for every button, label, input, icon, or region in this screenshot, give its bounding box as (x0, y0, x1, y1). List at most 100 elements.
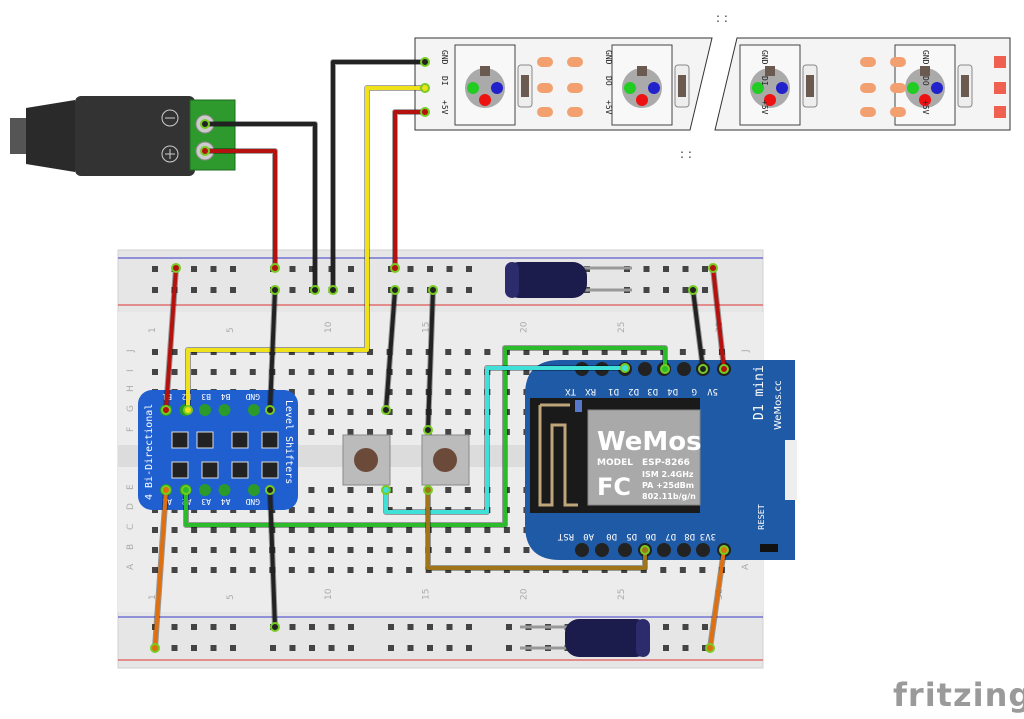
rail-hole[interactable] (309, 645, 315, 651)
wemos-pin[interactable] (677, 362, 691, 376)
breadboard-hole[interactable] (327, 527, 334, 533)
breadboard-hole[interactable] (367, 409, 374, 415)
breadboard-hole[interactable] (210, 567, 217, 573)
breadboard-hole[interactable] (347, 527, 354, 533)
wire-end[interactable] (265, 485, 275, 495)
breadboard-hole[interactable] (288, 547, 295, 553)
rail-hole[interactable] (210, 287, 217, 293)
wire-core[interactable] (711, 266, 726, 371)
wire-core[interactable] (186, 86, 427, 412)
wire-end[interactable] (423, 425, 433, 435)
breadboard-hole[interactable] (288, 507, 295, 513)
breadboard-hole[interactable] (523, 369, 530, 375)
wire-core[interactable] (384, 288, 397, 412)
breadboard-hole[interactable] (230, 369, 237, 375)
rail-hole[interactable] (466, 645, 472, 651)
breadboard-hole[interactable] (406, 567, 413, 573)
rail-hole[interactable] (191, 624, 197, 630)
breadboard-hole[interactable] (523, 547, 530, 553)
breadboard-hole[interactable] (464, 527, 471, 533)
rail-hole[interactable] (702, 287, 708, 293)
rail-hole[interactable] (210, 645, 217, 651)
breadboard-hole[interactable] (347, 389, 354, 395)
rail-hole[interactable] (466, 287, 472, 293)
breadboard-hole[interactable] (152, 369, 158, 375)
reset-button[interactable] (760, 544, 778, 552)
wire-black[interactable] (200, 119, 320, 295)
wire-black[interactable] (381, 285, 400, 415)
wire-end[interactable] (698, 364, 708, 374)
wire-end[interactable] (620, 363, 630, 373)
wire-end[interactable] (171, 263, 181, 273)
breadboard-hole[interactable] (288, 527, 295, 533)
breadboard-hole[interactable] (327, 389, 334, 395)
breadboard-hole[interactable] (445, 369, 452, 375)
breadboard-hole[interactable] (367, 487, 374, 493)
wire-end[interactable] (270, 622, 280, 632)
rail-hole[interactable] (309, 624, 315, 630)
wire-end[interactable] (420, 83, 430, 93)
wire-black[interactable] (328, 57, 430, 295)
wire-end[interactable] (390, 263, 400, 273)
breadboard-hole[interactable] (367, 507, 374, 513)
breadboard-hole[interactable] (640, 349, 647, 355)
wemos-pin[interactable] (657, 543, 671, 557)
rail-hole[interactable] (466, 624, 472, 630)
breadboard-hole[interactable] (543, 349, 549, 355)
breadboard-hole[interactable] (191, 567, 198, 573)
breadboard-hole[interactable] (406, 369, 413, 375)
breadboard-hole[interactable] (152, 527, 158, 533)
breadboard-hole[interactable] (406, 547, 413, 553)
wire-core[interactable] (331, 60, 427, 292)
wire-end[interactable] (719, 364, 729, 374)
breadboard-hole[interactable] (249, 527, 256, 533)
breadboard-hole[interactable] (171, 547, 178, 553)
breadboard-hole[interactable] (503, 527, 510, 533)
breadboard-hole[interactable] (445, 409, 452, 415)
rail-hole[interactable] (427, 266, 433, 272)
wire-end[interactable] (183, 405, 193, 415)
rail-hole[interactable] (210, 624, 217, 630)
push-button-2[interactable] (421, 434, 470, 486)
breadboard-hole[interactable] (308, 567, 315, 573)
wire-end[interactable] (200, 146, 210, 156)
breadboard-hole[interactable] (406, 429, 413, 435)
rail-hole[interactable] (702, 624, 708, 630)
wire-end[interactable] (328, 285, 338, 295)
breadboard-hole[interactable] (327, 409, 334, 415)
breadboard-hole[interactable] (621, 349, 628, 355)
breadboard-hole[interactable] (367, 369, 374, 375)
rail-hole[interactable] (348, 287, 354, 293)
level-shifter-pin[interactable] (248, 404, 260, 416)
breadboard-hole[interactable] (308, 389, 315, 395)
rail-hole[interactable] (446, 645, 453, 651)
wire-outline[interactable] (392, 109, 428, 271)
wire-end[interactable] (719, 545, 729, 555)
rail-hole[interactable] (682, 266, 689, 272)
rail-hole[interactable] (663, 624, 669, 630)
breadboard-hole[interactable] (308, 429, 315, 435)
wire-end[interactable] (310, 285, 320, 295)
wire-brown[interactable] (423, 485, 650, 571)
breadboard-hole[interactable] (445, 349, 452, 355)
rail-hole[interactable] (407, 287, 414, 293)
rail-hole[interactable] (446, 287, 453, 293)
breadboard-hole[interactable] (445, 487, 452, 493)
breadboard-hole[interactable] (699, 567, 706, 573)
wire-end[interactable] (381, 485, 391, 495)
wire-red[interactable] (390, 107, 430, 273)
breadboard-hole[interactable] (445, 389, 452, 395)
wire-end[interactable] (660, 364, 670, 374)
breadboard-hole[interactable] (210, 369, 217, 375)
breadboard-hole[interactable] (191, 547, 198, 553)
breadboard-hole[interactable] (249, 369, 256, 375)
push-button-1[interactable] (342, 434, 391, 486)
breadboard-hole[interactable] (347, 369, 354, 375)
rail-hole[interactable] (466, 266, 472, 272)
wire-end[interactable] (640, 545, 650, 555)
breadboard-hole[interactable] (327, 547, 334, 553)
breadboard-hole[interactable] (367, 389, 374, 395)
breadboard-hole[interactable] (288, 389, 295, 395)
wire-core[interactable] (384, 366, 627, 514)
rail-hole[interactable] (506, 645, 512, 651)
